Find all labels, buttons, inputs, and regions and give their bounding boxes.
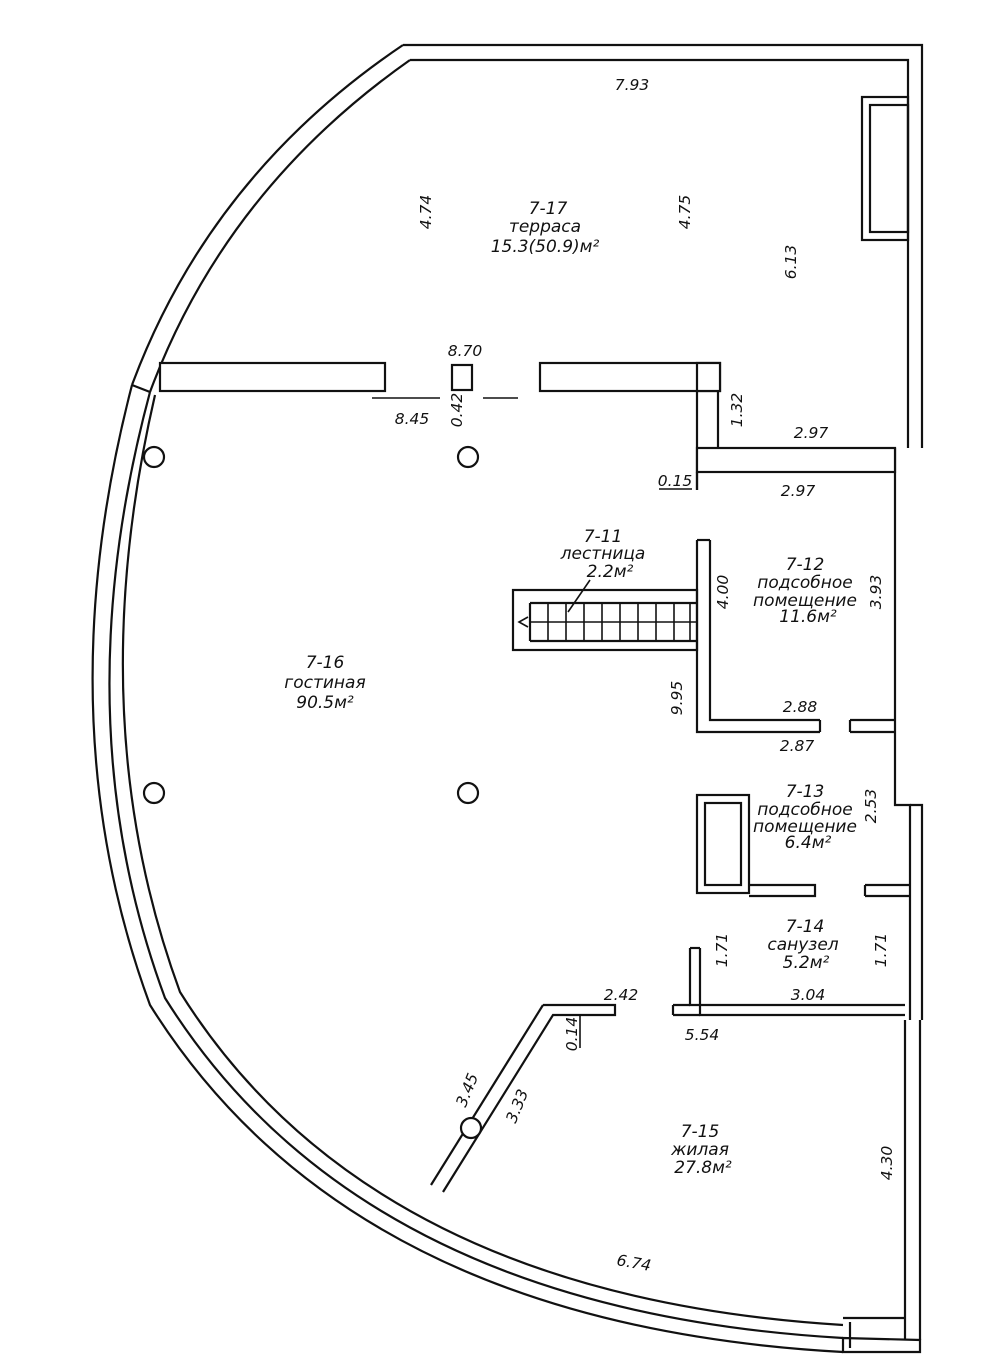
dimension: 2.97 [794, 424, 829, 442]
room-area: 5.2м² [783, 953, 830, 973]
dimension: 2.53 [862, 789, 880, 824]
stairs [511, 579, 699, 652]
dimension: 6.13 [782, 245, 800, 280]
room-label-utility-12: 7-12 подсобное помещение 11.6м² [753, 555, 857, 627]
dimension: 1.71 [713, 933, 731, 968]
dimension: 4.30 [878, 1146, 896, 1181]
room-name: подсобное [757, 573, 852, 593]
dimension: 2.88 [783, 698, 818, 716]
room-label-stairs: 7-11 лестница 2.2м² [560, 527, 646, 582]
room-name: помещение [753, 591, 857, 611]
room-area: 27.8м² [674, 1158, 732, 1178]
outer-wall [91, 43, 924, 1354]
terrace-partition [158, 361, 722, 490]
dimension: 0.42 [448, 393, 466, 428]
dimension: 2.42 [604, 986, 639, 1004]
column [456, 781, 480, 805]
columns [142, 445, 480, 805]
dimension: 0.15 [658, 472, 693, 490]
room-name: терраса [509, 217, 581, 237]
room-code: 7-12 [786, 555, 825, 575]
dimension: 9.95 [668, 681, 686, 716]
room-label-bathroom: 7-14 санузел 5.2м² [767, 917, 838, 973]
room-area: 90.5м² [296, 693, 354, 713]
dimension: 4.00 [714, 575, 732, 610]
dimension: 2.87 [780, 737, 815, 755]
dimension: 8.70 [448, 342, 483, 360]
dimension: 5.54 [685, 1026, 720, 1044]
dimension: 3.93 [867, 575, 885, 610]
dimension: 0.14 [563, 1017, 581, 1052]
dimension: 4.75 [676, 195, 694, 230]
room-code: 7-11 [584, 527, 623, 547]
dimension: 6.74 [615, 1251, 652, 1275]
dimension-labels: 7.93 4.74 4.75 6.13 8.70 8.45 0.42 1.32 … [395, 76, 896, 1275]
dimension: 2.97 [781, 482, 816, 500]
dimension: 3.45 [453, 1071, 483, 1110]
window-niche [860, 95, 910, 242]
room-code: 7-16 [306, 653, 345, 673]
room-area: 6.4м² [785, 833, 832, 853]
room-name: лестница [560, 544, 646, 564]
room-code: 7-15 [681, 1122, 720, 1142]
room-code: 7-14 [786, 917, 825, 937]
room-name: жилая [670, 1140, 729, 1160]
dimension-underlines [579, 488, 692, 1048]
room-name: подсобное [757, 800, 852, 820]
dimension: 1.32 [728, 393, 746, 428]
room-area: 15.3(50.9)м² [491, 237, 600, 257]
dimension: 1.71 [872, 933, 890, 968]
column [456, 445, 480, 469]
room-label-living: 7-16 гостиная 90.5м² [284, 653, 365, 713]
room-area: 2.2м² [587, 562, 634, 582]
room-code: 7-17 [529, 199, 568, 219]
dimension: 7.93 [615, 76, 650, 94]
room-name: гостиная [284, 673, 365, 693]
column [142, 781, 166, 805]
room-label-bedroom: 7-15 жилая 27.8м² [670, 1122, 732, 1178]
dimension: 3.04 [791, 986, 826, 1004]
dimension: 8.45 [395, 410, 430, 428]
room-label-utility-13: 7-13 подсобное помещение 6.4м² [753, 782, 857, 853]
dimension: 4.74 [417, 195, 435, 230]
room-name: санузел [767, 935, 838, 955]
room-name: помещение [753, 817, 857, 837]
room-label-terrace: 7-17 терраса 15.3(50.9)м² [491, 199, 600, 257]
room-area: 11.6м² [779, 607, 837, 627]
dimension: 3.33 [503, 1087, 533, 1126]
room-code: 7-13 [786, 782, 825, 802]
column [142, 445, 166, 469]
